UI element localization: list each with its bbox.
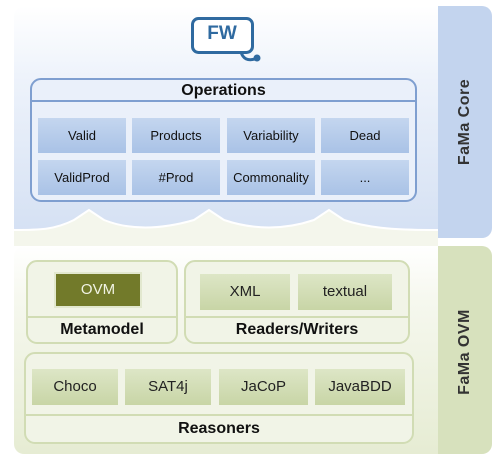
- connector-arrows: [14, 208, 438, 246]
- fw-logo-text: FW: [207, 23, 237, 44]
- reasoner-jacop: JaCoP: [219, 369, 308, 405]
- reasoner-choco: Choco: [32, 369, 118, 405]
- connector-wave-shape: [14, 210, 438, 246]
- operation-valid: Valid: [38, 118, 126, 153]
- operation-dead: Dead: [321, 118, 409, 153]
- reasoner-javabdd: JavaBDD: [315, 369, 405, 405]
- operations-title: Operations: [32, 80, 415, 102]
- fama-ovm-label: FaMa OVM: [456, 309, 473, 395]
- reasoners-divider: [26, 414, 412, 416]
- fw-logo: FW: [191, 17, 263, 63]
- reader-writer-xml: XML: [200, 274, 290, 310]
- fama-core-label: FaMa Core: [456, 78, 473, 166]
- reasoner-sat4j: SAT4j: [125, 369, 211, 405]
- operation-validprod: ValidProd: [38, 160, 126, 195]
- operation-products: Products: [132, 118, 220, 153]
- reader-writer-textual: textual: [298, 274, 392, 310]
- connector-wave-edge: [14, 208, 438, 231]
- readers-writers-divider: [186, 316, 408, 318]
- metamodel-divider: [28, 316, 176, 318]
- operation-prod-count: #Prod: [132, 160, 220, 195]
- fama-core-side-band: [438, 6, 492, 238]
- operation-variability: Variability: [227, 118, 315, 153]
- operation-commonality: Commonality: [227, 160, 315, 195]
- fama-ovm-side-band: [438, 246, 492, 454]
- metamodel-title: Metamodel: [60, 321, 144, 338]
- metamodel-ovm: OVM: [54, 272, 142, 308]
- operation-more: ...: [321, 160, 409, 195]
- fw-logo-icon: [191, 17, 261, 62]
- readers-writers-title: Readers/Writers: [235, 321, 359, 338]
- reasoners-title: Reasoners: [178, 420, 260, 437]
